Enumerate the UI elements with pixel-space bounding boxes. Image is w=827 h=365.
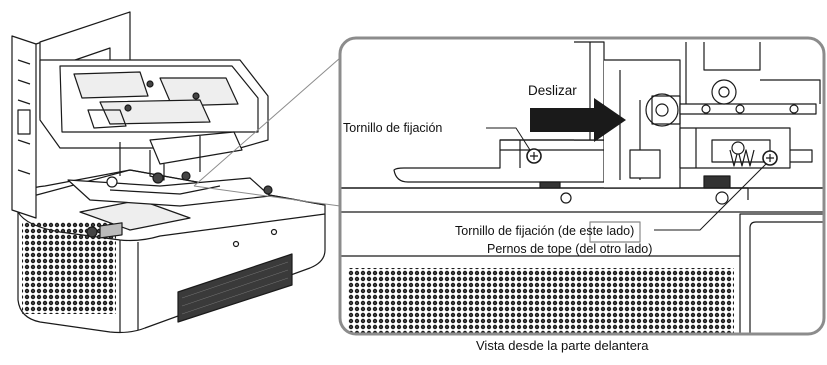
arrow-right-icon [530,98,626,142]
fixing-screw-this-side-label: Tornillo de fijación (de este lado) [455,224,635,238]
caption-text: Vista desde la parte delantera [476,338,649,353]
stop-pins-label: Pernos de tope (del otro lado) [487,242,653,256]
fixing-screw-label: Tornillo de fijación [343,121,443,135]
leader-lines [486,127,767,231]
slide-label: Deslizar [528,83,577,98]
zoom-connector [193,57,341,207]
spring [729,149,755,167]
screw-icon [526,148,542,164]
front-vent-grid [181,261,289,315]
zoom-detail [340,38,824,334]
projector-illustration [11,11,326,334]
zoom-frame [338,36,826,336]
